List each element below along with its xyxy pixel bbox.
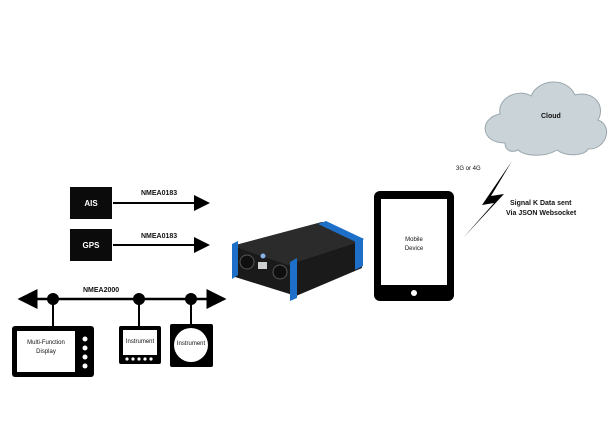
multi-function-display [12,326,94,377]
mfd-bus-node [47,293,59,305]
signalk-line2: Via JSON Websocket [506,210,577,217]
instrument-rect-label: Instrument [125,339,155,345]
gps-link-label: NMEA0183 [141,233,178,240]
ais-source-label: AIS [84,198,98,208]
cloud-label: Cloud [541,113,561,120]
cloud-shape [484,81,608,156]
mfd-label: Multi-Function Display [27,340,65,355]
ais-source-box: AIS [70,187,112,219]
wireless-label: 3G or 4G [456,166,481,172]
tablet-device [374,191,454,301]
mobile-device-label: Mobile Device [404,237,424,252]
instrument-round-label: Instrument [176,341,206,347]
instrument-rect [119,326,161,364]
nmea2000-label: NMEA2000 [83,287,120,294]
instrument-rect-bus-node [133,293,145,305]
instrument-round-bus-node [185,293,197,305]
instrument-round [170,324,213,367]
gps-source-box: GPS [70,229,112,261]
gps-source-label: GPS [82,240,100,250]
wireless-bolt [463,161,512,238]
gateway-device [232,221,364,301]
signalk-line1: Signal K Data sent [510,200,572,207]
ais-link-label: NMEA0183 [141,190,178,197]
